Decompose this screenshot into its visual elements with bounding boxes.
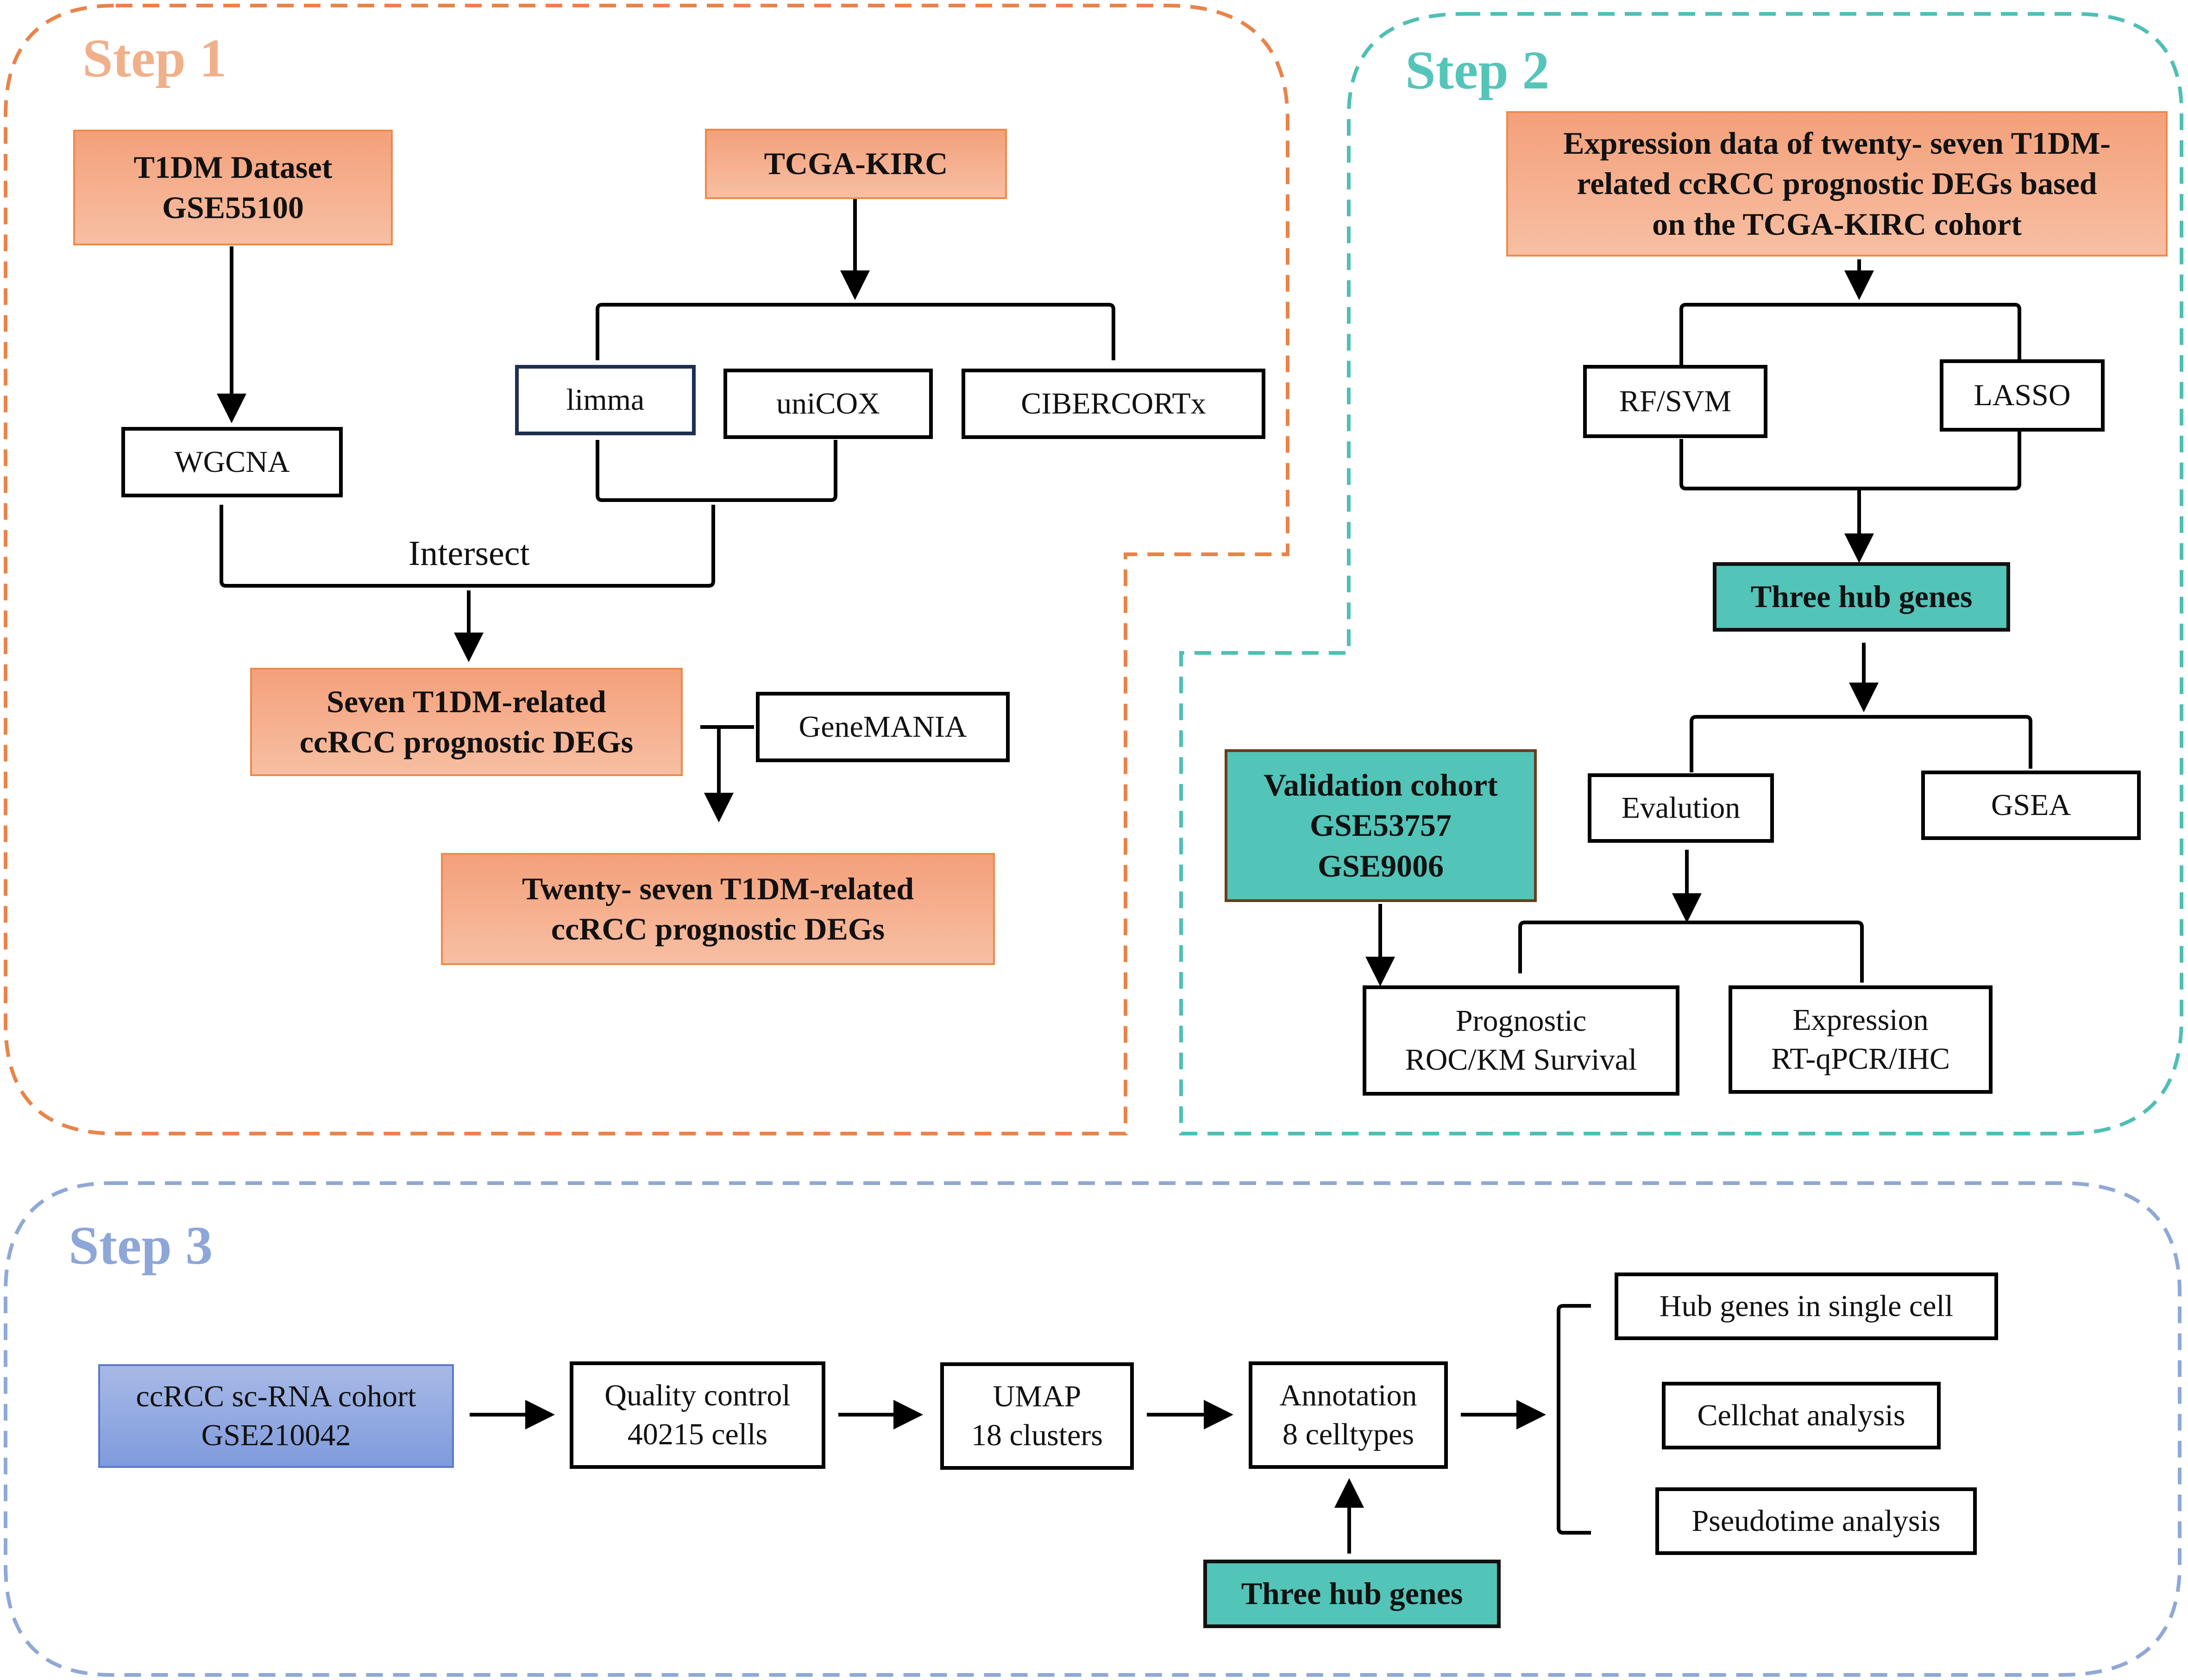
umap-box: UMAP 18 clusters — [940, 1362, 1134, 1470]
cibersortx-box: CIBERCORTx — [962, 369, 1265, 439]
step3-hub-genes-box: Three hub genes — [1203, 1560, 1501, 1628]
expression-validation-box: Expression RT-qPCR/IHC — [1729, 985, 1993, 1094]
t1dm-dataset-box: T1DM Dataset GSE55100 — [73, 130, 393, 245]
annotation-box: Annotation 8 celltypes — [1249, 1361, 1448, 1469]
bracket-limma-unicox — [596, 440, 837, 502]
unicox-box: uniCOX — [723, 369, 933, 439]
tcga-kirc-box: TCGA-KIRC — [705, 129, 1007, 199]
three-hub-genes-box: Three hub genes — [1713, 562, 2010, 632]
limma-box: limma — [515, 365, 696, 435]
step3-region-outline — [4, 1181, 2182, 1677]
genemania-box: GeneMANIA — [756, 692, 1010, 762]
quality-control-box: Quality control 40215 cells — [570, 1361, 825, 1469]
wgcna-box: WGCNA — [121, 427, 343, 497]
bracket-intersect — [220, 505, 715, 588]
bracket-prognostic-expression — [1518, 921, 1864, 983]
bracket-rfsvm-lasso — [1679, 303, 2021, 366]
bracket-tcga-methods — [596, 303, 1115, 360]
cellchat-analysis-box: Cellchat analysis — [1662, 1382, 1941, 1449]
step3-title: Step 3 — [69, 1215, 213, 1276]
pseudotime-analysis-box: Pseudotime analysis — [1655, 1487, 1977, 1555]
lasso-box: LASSO — [1940, 359, 2105, 432]
intersect-label: Intersect — [409, 534, 530, 573]
step2-title: Step 2 — [1405, 40, 1550, 100]
rf-svm-box: RF/SVM — [1583, 365, 1767, 438]
validation-cohort-box: Validation cohort GSE53757 GSE9006 — [1225, 749, 1537, 902]
bracket-downstream-analyses — [1557, 1304, 1591, 1535]
gsea-box: GSEA — [1921, 771, 2141, 840]
evaluation-box: Evalution — [1588, 773, 1774, 843]
expression-data-box: Expression data of twenty- seven T1DM- r… — [1506, 111, 2168, 257]
step2-region-outline — [1179, 12, 2183, 1135]
step1-region-outline — [4, 4, 1289, 1135]
prognostic-box: Prognostic ROC/KM Survival — [1363, 985, 1679, 1096]
hub-genes-single-cell-box: Hub genes in single cell — [1615, 1273, 1998, 1340]
seven-degs-box: Seven T1DM-related ccRCC prognostic DEGs — [250, 668, 683, 776]
step1-title: Step 1 — [82, 28, 227, 88]
bracket-evaluation-gsea — [1690, 715, 2032, 772]
sc-rna-cohort-box: ccRCC sc-RNA cohort GSE210042 — [98, 1364, 454, 1468]
twentyseven-degs-box: Twenty- seven T1DM-related ccRCC prognos… — [441, 853, 995, 965]
bracket-merge-models — [1679, 431, 2021, 490]
